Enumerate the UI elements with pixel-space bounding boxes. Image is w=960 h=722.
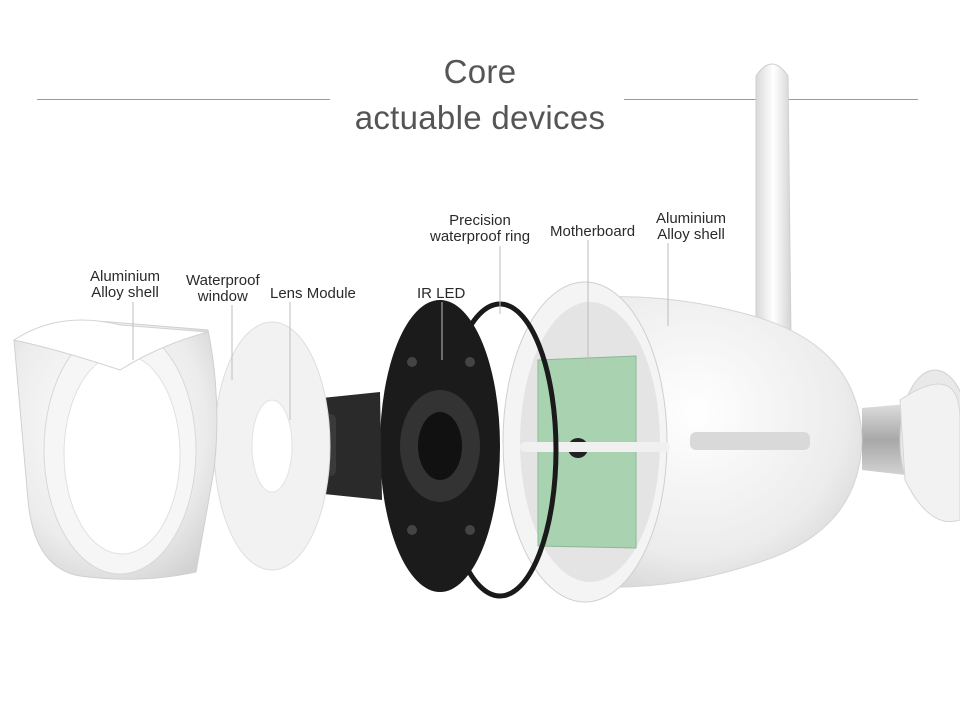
label-window-line-2: window [197,288,248,305]
title-rule-left [37,99,330,100]
ir-led-plate [380,300,500,592]
label-ring-line-2: waterproof ring [430,228,531,245]
label-front-shell-line-1: Aluminium [90,268,161,285]
label-window-line-1: Waterproof [186,272,260,289]
label-ir-led: IR LED [417,285,466,302]
leader-lines [132,240,669,420]
antenna [755,63,792,341]
label-motherboard: Motherboard [550,223,636,240]
label-window: Waterproof window [186,273,260,305]
label-lens-module: Lens Module [270,285,356,302]
mount-bracket [862,369,960,523]
title-line-1: Core [443,53,517,90]
title-line-2: actuable devices [354,99,606,136]
label-rear-shell-line-1: Aluminium [656,210,727,227]
label-front-shell: Aluminium Alloy shell [90,269,160,301]
waterproof-window [213,321,331,571]
label-ring-line-1: Precision [449,212,511,229]
label-ring: Precision waterproof ring [430,213,530,245]
label-rear-shell-line-2: Alloy shell [657,226,725,243]
label-front-shell-line-2: Alloy shell [91,284,159,301]
front-shell [12,319,218,580]
label-rear-shell: Aluminium Alloy shell [656,211,726,243]
